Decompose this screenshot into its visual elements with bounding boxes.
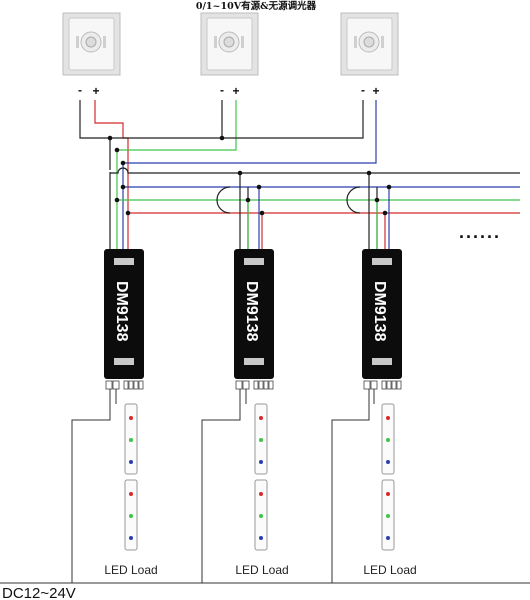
driver-1-model: DM9138 xyxy=(113,281,130,342)
driver-2: DM9138 xyxy=(234,249,274,379)
led-strip-2 xyxy=(254,403,268,551)
driver-3-model: DM9138 xyxy=(371,281,388,342)
dimmer-2-plus: + xyxy=(232,84,239,98)
dimmer-1: - + xyxy=(62,12,121,98)
dimmer-1-plus: + xyxy=(92,84,99,98)
dimmer-2-minus: - xyxy=(220,83,224,97)
supply-label: DC12~24V xyxy=(2,585,76,600)
dimmer-1-minus: - xyxy=(78,83,82,97)
driver-2-model: DM9138 xyxy=(243,281,260,342)
dimmer-3: - + xyxy=(340,12,399,98)
led-load-label-1: LED Load xyxy=(104,563,157,577)
led-load-label-3: LED Load xyxy=(363,563,416,577)
output-connectors xyxy=(105,380,402,390)
dimmer-2: - + xyxy=(200,12,259,98)
driver-3: DM9138 xyxy=(362,249,402,379)
dimmer-3-minus: - xyxy=(361,83,365,97)
wiring xyxy=(79,100,520,250)
dimmer-3-plus: + xyxy=(372,84,379,98)
led-strip-1 xyxy=(124,403,138,551)
led-strip-3 xyxy=(381,403,395,551)
junction-dots xyxy=(107,135,392,216)
diagram-title: 0/1~10V有源&无源调光器 xyxy=(196,0,317,12)
supply-wiring xyxy=(71,389,375,583)
led-load-label-2: LED Load xyxy=(235,563,288,577)
driver-1: DM9138 xyxy=(104,249,144,379)
continuation-dots: ...... xyxy=(459,222,501,242)
